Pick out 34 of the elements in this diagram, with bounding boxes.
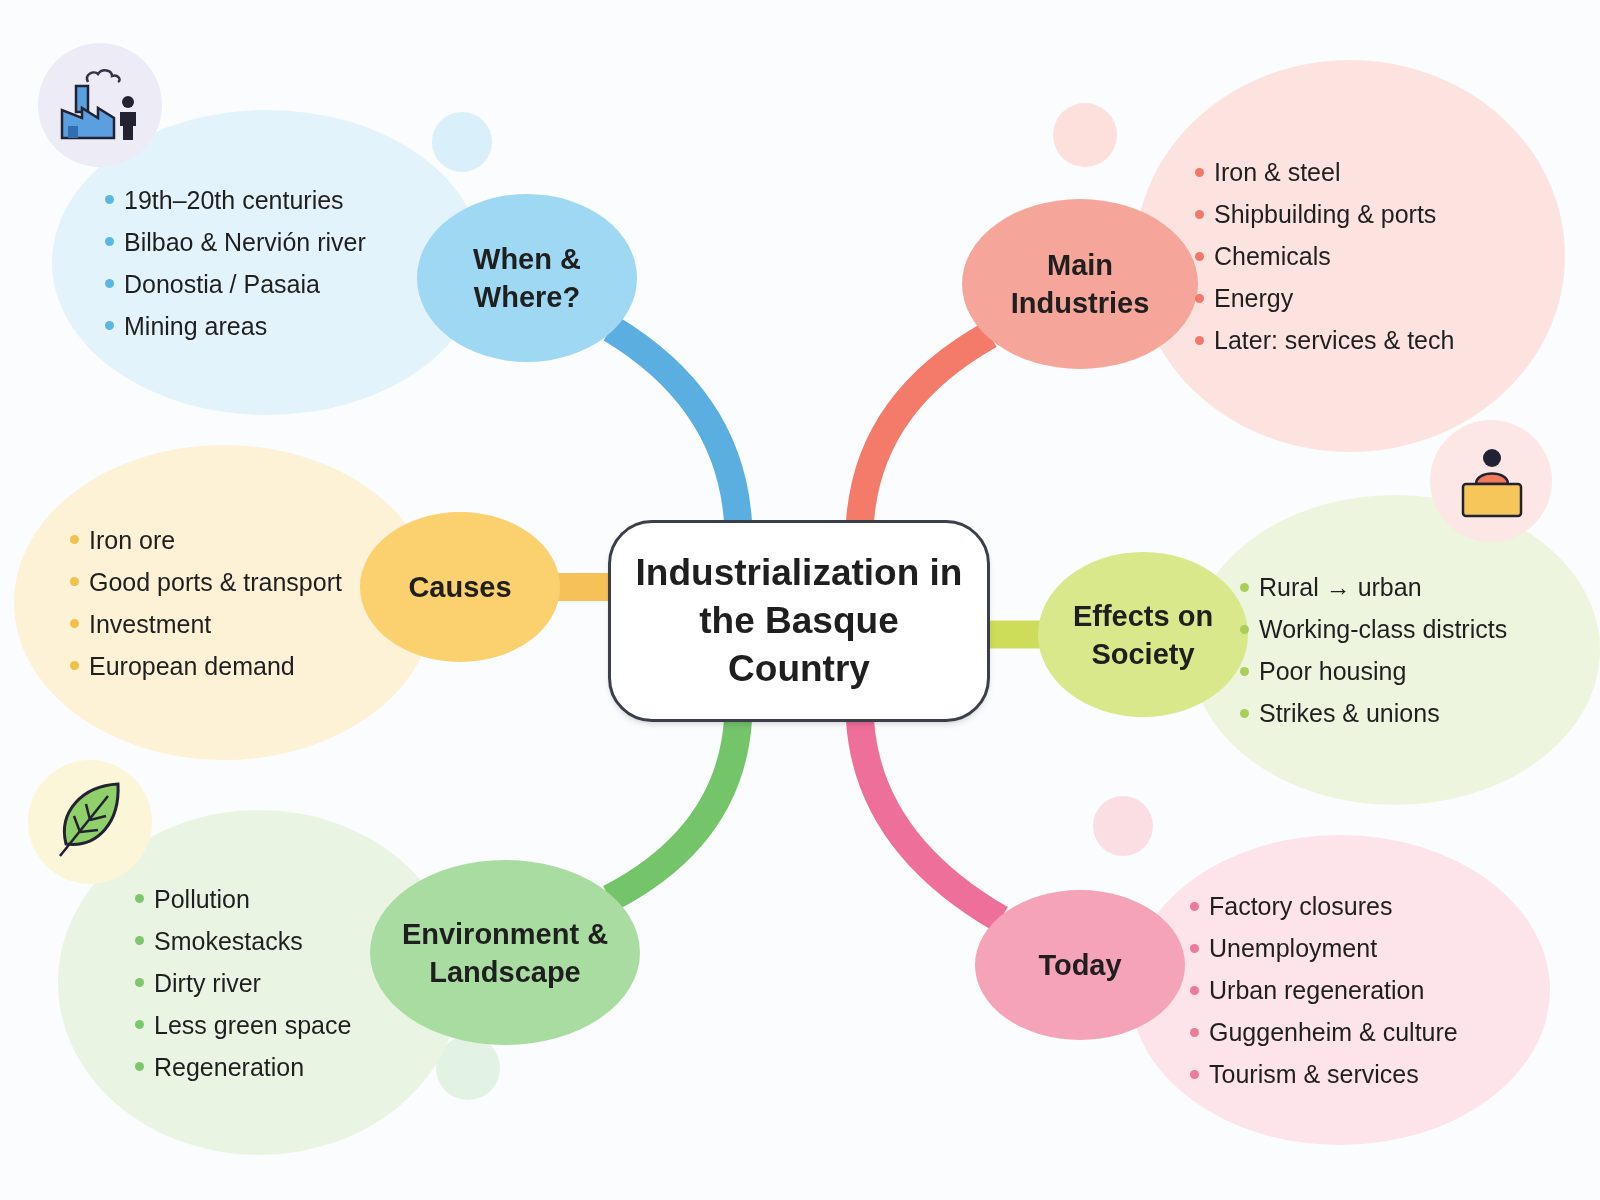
bullet-text: Chemicals xyxy=(1214,241,1331,271)
bullet-text: Rural → urban xyxy=(1259,572,1422,602)
bullet-text: European demand xyxy=(89,650,295,681)
bullet-text: Tourism & services xyxy=(1209,1059,1419,1089)
bullet-text: Working-class districts xyxy=(1259,614,1508,644)
branch-hub-ellipse: When & Where? xyxy=(417,194,637,362)
bullet-text: Energy xyxy=(1214,283,1294,313)
bullet-text: Unemployment xyxy=(1209,933,1378,963)
bullet-text: Iron & steel xyxy=(1214,157,1341,187)
branch-hub-ellipse: Today xyxy=(975,890,1185,1040)
bullet-text: Factory closures xyxy=(1209,891,1393,921)
bullet-text: Good ports & transport xyxy=(89,566,342,597)
bullet-text: Poor housing xyxy=(1259,656,1407,686)
branch-connector xyxy=(557,573,610,601)
bullet-text: Donostia / Pasaia xyxy=(124,268,320,299)
bullet-text: Strikes & unions xyxy=(1259,698,1440,728)
bullet-text: Investment xyxy=(89,608,212,639)
branch-hub-ellipse: Effects on Society xyxy=(1038,552,1248,717)
bullet-text: Urban regeneration xyxy=(1209,975,1425,1005)
bullet-text: Pollution xyxy=(154,883,250,914)
bullet-text: Shipbuilding & ports xyxy=(1214,199,1437,229)
branch-hub-ellipse: Main Industries xyxy=(962,199,1198,369)
bullet-text: Guggenheim & culture xyxy=(1209,1017,1458,1047)
bullet-text: Smokestacks xyxy=(154,925,303,956)
bullet-text: 19th–20th centuries xyxy=(124,184,344,215)
bullet-text: Bilbao & Nervión river xyxy=(124,226,366,257)
bullet-text: Regeneration xyxy=(154,1051,305,1082)
bullet-text: Dirty river xyxy=(154,967,261,998)
central-topic-box: Industrialization in the Basque Country xyxy=(608,520,990,722)
bullet-text: Iron ore xyxy=(89,524,176,555)
branch-hub-ellipse: Causes xyxy=(360,512,560,662)
bullet-text: Less green space xyxy=(154,1009,352,1040)
bullet-text: Mining areas xyxy=(124,310,268,341)
bullet-text: Later: services & tech xyxy=(1214,325,1455,355)
